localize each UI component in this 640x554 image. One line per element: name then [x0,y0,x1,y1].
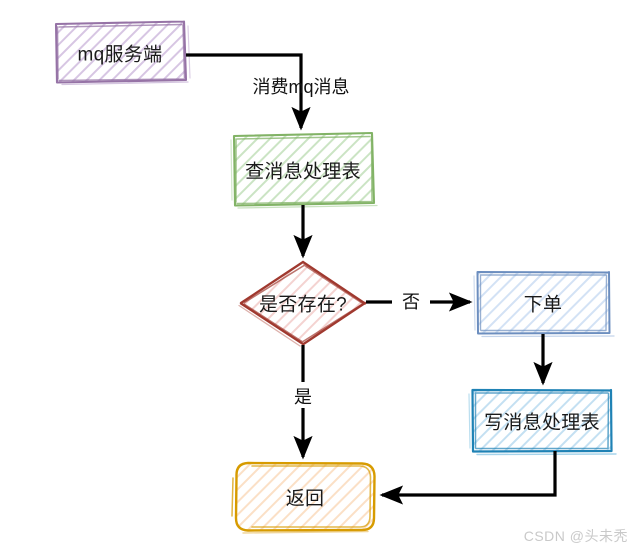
node-return[interactable] [231,461,376,534]
node-query-message-table[interactable] [230,131,378,209]
node-mq-server[interactable] [54,20,191,86]
watermark: CSDN @头未秃 [523,528,628,544]
node-write-message-table[interactable] [468,388,617,456]
edge-label-no: 否 [402,292,420,312]
node-place-order[interactable] [473,271,615,338]
node-exists-decision[interactable] [238,260,367,347]
edge-mq-to-query [186,53,311,131]
edge-write-to-return [379,451,557,505]
edge-label-yes: 是 [294,387,312,407]
edge-label-consume-mq-message: 消费mq消息 [252,77,350,97]
